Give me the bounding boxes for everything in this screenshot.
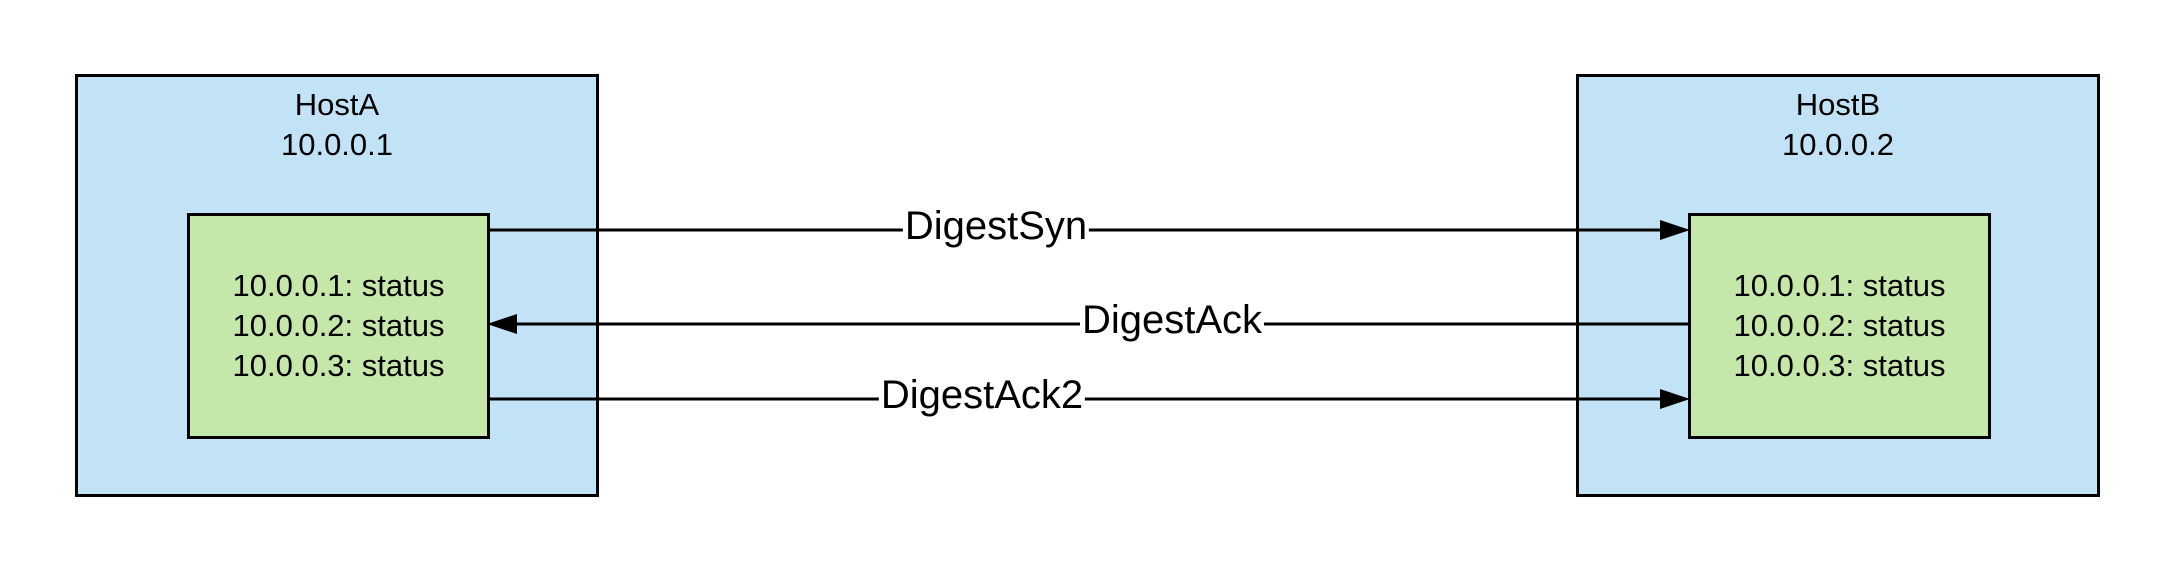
host-b-status-table: 10.0.0.1: status 10.0.0.2: status 10.0.0… bbox=[1688, 213, 1991, 439]
host-a-box: HostA 10.0.0.1 10.0.0.1: status 10.0.0.2… bbox=[75, 74, 599, 497]
host-a-ip: 10.0.0.1 bbox=[280, 127, 394, 162]
host-b-status-line: 10.0.0.1: status bbox=[1733, 268, 1946, 303]
host-b-box: HostB 10.0.0.2 10.0.0.1: status 10.0.0.2… bbox=[1576, 74, 2100, 497]
host-b-title: HostB 10.0.0.2 bbox=[1579, 85, 2097, 165]
host-b-status-line: 10.0.0.2: status bbox=[1733, 308, 1946, 343]
host-b-ip: 10.0.0.2 bbox=[1781, 127, 1895, 162]
host-a-title: HostA 10.0.0.1 bbox=[78, 85, 596, 165]
host-a-status-line: 10.0.0.1: status bbox=[232, 268, 445, 303]
digest-ack2-label: DigestAck2 bbox=[878, 373, 1086, 417]
host-a-status-line: 10.0.0.3: status bbox=[232, 348, 445, 383]
host-b-name: HostB bbox=[1795, 87, 1881, 122]
digest-syn-label: DigestSyn bbox=[902, 204, 1090, 248]
digest-ack-label: DigestAck bbox=[1079, 298, 1265, 342]
host-a-status-line: 10.0.0.2: status bbox=[232, 308, 445, 343]
host-b-status-line: 10.0.0.3: status bbox=[1733, 348, 1946, 383]
host-a-name: HostA bbox=[294, 87, 380, 122]
host-a-status-table: 10.0.0.1: status 10.0.0.2: status 10.0.0… bbox=[187, 213, 490, 439]
